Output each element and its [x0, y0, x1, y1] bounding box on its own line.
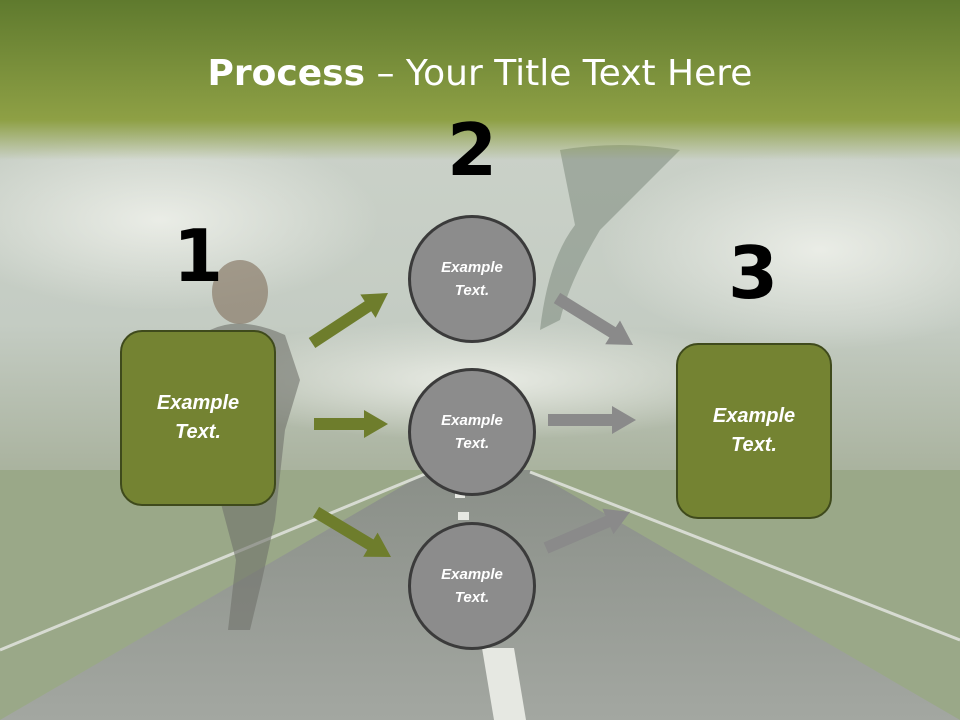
step-1-box-text: Example Text. — [156, 392, 240, 443]
arrow-to-top-circle — [308, 293, 388, 348]
circle-middle-text: Example Text. — [441, 412, 503, 452]
step-3-box[interactable]: Example Text. — [676, 343, 832, 519]
step-number-1: 1 — [172, 214, 224, 298]
arrow-to-bottom-circle — [312, 506, 391, 557]
slide-title: Process – Your Title Text Here — [0, 50, 960, 98]
step-2-circle-top[interactable]: Example Text. — [408, 215, 536, 343]
step-2-circle-middle[interactable]: Example Text. — [408, 368, 536, 496]
circle-top-text: Example Text. — [441, 259, 503, 299]
arrow-to-middle-circle — [314, 410, 388, 438]
step-2-circle-bottom[interactable]: Example Text. — [408, 522, 536, 650]
step-number-3: 3 — [727, 231, 779, 315]
circle-bottom-text: Example Text. — [441, 566, 503, 606]
title-bold: Process — [207, 53, 366, 94]
step-number-2: 2 — [446, 108, 498, 192]
arrow-from-bottom-circle — [543, 508, 630, 554]
step-3-box-text: Example Text. — [712, 405, 796, 456]
step-1-box[interactable]: Example Text. — [120, 330, 276, 506]
title-rest: – Your Title Text Here — [365, 53, 753, 94]
arrow-from-middle-circle — [548, 406, 636, 434]
arrow-from-top-circle — [553, 292, 633, 345]
